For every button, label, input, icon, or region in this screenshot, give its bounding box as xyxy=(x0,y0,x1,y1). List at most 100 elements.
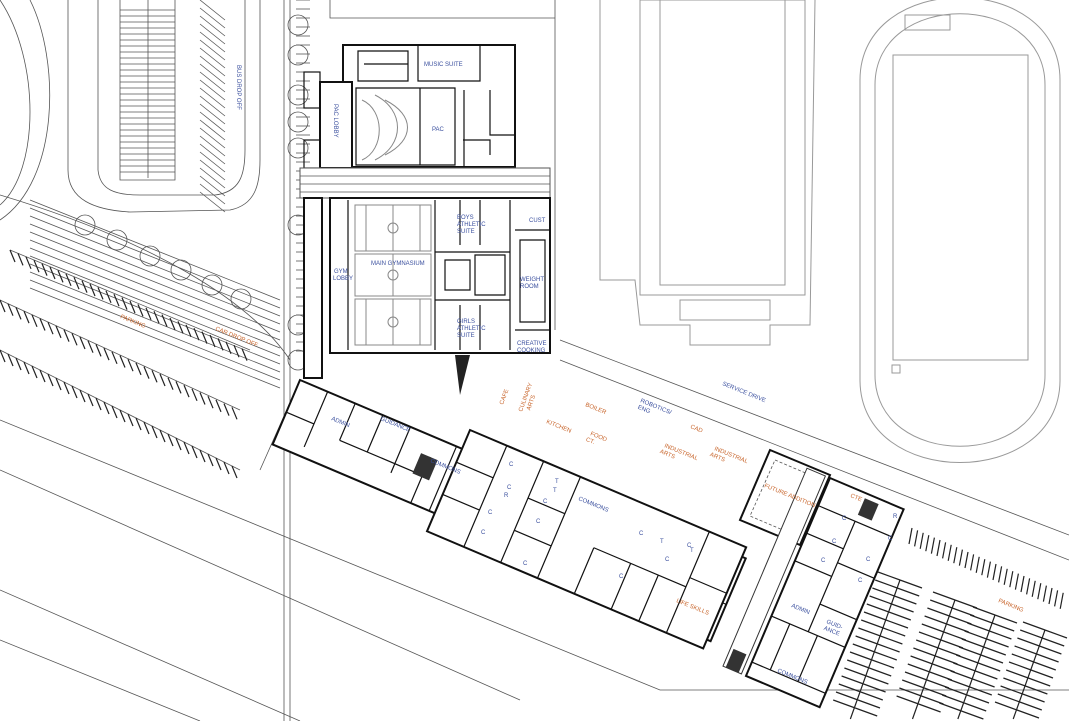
music-suite-label: MUSIC SUITE xyxy=(424,62,463,68)
diagonal-stall-line xyxy=(199,63,226,85)
parking-stall xyxy=(925,535,930,552)
parking-stall xyxy=(7,353,14,367)
parking-stall xyxy=(939,702,962,712)
parking-stall xyxy=(223,403,230,416)
parking-stall xyxy=(1022,693,1045,703)
parking-stall xyxy=(175,437,182,451)
diagonal-stall-line xyxy=(199,183,226,205)
parking-stall xyxy=(871,659,895,669)
parking-stall xyxy=(838,683,862,693)
parking-stall xyxy=(1042,585,1047,602)
parking-stall xyxy=(915,639,939,649)
parking-stall xyxy=(135,417,142,431)
parking-stall xyxy=(199,449,206,463)
drop-off-lane-line xyxy=(29,215,281,317)
bus-drop-off-label: BUS DROP OFF xyxy=(235,65,241,110)
parking-stall xyxy=(175,381,182,394)
parking-stall xyxy=(199,392,206,405)
parking-stall xyxy=(975,670,998,680)
classroom-label: C xyxy=(619,574,624,580)
parking-stall xyxy=(994,614,1018,624)
parking-row-line xyxy=(957,614,996,720)
parking-stall xyxy=(0,349,6,363)
parking-stall xyxy=(882,627,906,637)
parking-stall xyxy=(79,336,86,350)
parking-stall xyxy=(15,357,22,371)
parking-stall xyxy=(930,537,935,554)
parking-stall xyxy=(231,465,238,479)
classroom-label: C xyxy=(842,516,847,522)
classroom-label: C xyxy=(832,539,837,545)
diagonal-stall-line xyxy=(199,159,226,181)
drop-off-lane-line xyxy=(29,207,281,309)
tree-icon xyxy=(287,84,309,106)
parking-stall xyxy=(947,544,952,561)
cad-label: CAD xyxy=(689,424,704,435)
parking-stall xyxy=(183,441,190,455)
parking-stall xyxy=(998,566,1003,583)
parking-stall xyxy=(950,670,973,680)
parking-stall xyxy=(71,333,78,346)
parking-stall xyxy=(891,603,914,613)
drop-off-lane-line xyxy=(29,223,281,325)
parking-stall xyxy=(969,686,993,696)
drop-off-lane-line xyxy=(29,279,281,381)
parking-stall xyxy=(127,358,134,372)
classroom-label: C xyxy=(488,510,493,516)
parking-stall xyxy=(119,409,126,423)
parking-stall xyxy=(1048,587,1053,605)
diagonal-stall-line xyxy=(199,167,226,189)
parking-stall xyxy=(97,287,104,300)
parking-stall xyxy=(972,678,995,688)
parking-stall xyxy=(63,381,70,395)
classroom-label: C xyxy=(536,519,541,525)
parking-stall xyxy=(910,655,933,665)
toilet-label: T xyxy=(690,548,694,554)
parking-stall xyxy=(855,635,878,645)
tree-icon xyxy=(170,259,192,281)
parking-stall xyxy=(177,321,184,334)
diagonal-stall-line xyxy=(199,23,226,45)
parking-stall xyxy=(1025,685,1048,695)
diagonal-stall-line xyxy=(199,39,226,61)
kitchen-label: KITCHEN xyxy=(545,419,572,434)
parking-stall xyxy=(961,638,985,648)
parking-row-line xyxy=(1012,629,1046,720)
parking-stall xyxy=(849,651,873,661)
parking-stall xyxy=(17,253,24,266)
parking-stall xyxy=(49,266,56,280)
parking-stall xyxy=(989,630,1012,640)
parking-stall xyxy=(1059,592,1064,609)
parking-stall xyxy=(161,314,168,327)
parking-stall xyxy=(885,619,909,629)
parking-stall xyxy=(47,373,54,387)
diagonal-stall-line xyxy=(199,111,226,133)
parking-stall xyxy=(87,393,94,407)
parking-stall xyxy=(95,344,102,357)
diagonal-stall-line xyxy=(199,151,226,173)
parking-stall xyxy=(89,283,96,297)
parking-stall xyxy=(63,329,70,342)
diagonal-stall-line xyxy=(199,55,226,77)
parking-stall xyxy=(1037,583,1042,600)
parking-row-line xyxy=(849,579,901,720)
parking-row-line xyxy=(9,249,251,351)
parking-stall xyxy=(135,362,142,376)
parking-stall xyxy=(994,701,1018,711)
parking-stall xyxy=(33,259,40,273)
parking-stall xyxy=(901,679,925,689)
pac-lobby-label: PAC LOBBY xyxy=(332,104,338,138)
parking-stall xyxy=(209,334,216,348)
parking-stall xyxy=(1039,645,1062,655)
classroom-label: C xyxy=(481,530,486,536)
parking-stall xyxy=(1019,629,1043,639)
parking-east-label: PARKING xyxy=(997,598,1024,614)
parking-stall xyxy=(894,595,917,605)
parking-stall xyxy=(858,627,881,637)
parking-stall xyxy=(857,699,881,709)
parking-stall xyxy=(1044,629,1068,639)
parking-stall xyxy=(964,630,987,640)
parking-stall xyxy=(23,361,30,375)
parking-stall xyxy=(863,611,887,621)
